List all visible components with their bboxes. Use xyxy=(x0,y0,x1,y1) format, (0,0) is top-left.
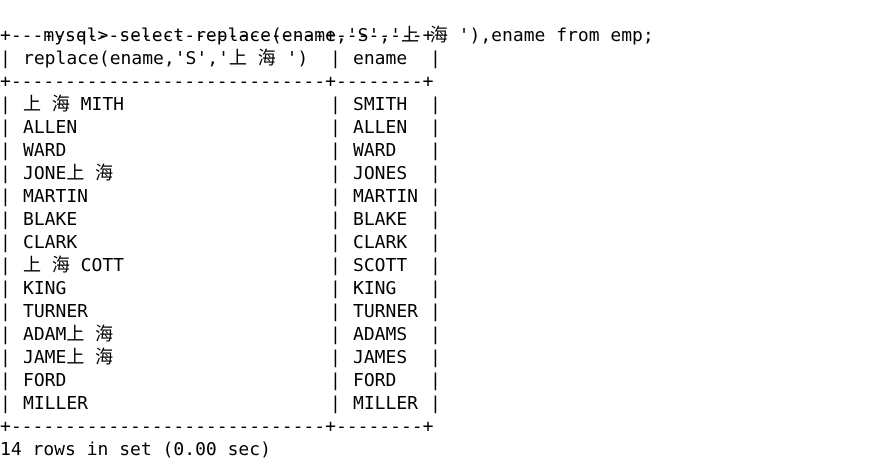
cell-replace-result: TURNER xyxy=(23,301,89,322)
cell-ename: ALLEN xyxy=(353,117,408,138)
cell-replace-result: MARTIN xyxy=(23,186,89,207)
cell-ename: BLAKE xyxy=(353,209,408,230)
column-separator: | xyxy=(330,324,341,345)
column-header-replace: replace(ename,'S','上 海 ') xyxy=(23,48,309,69)
column-separator: | xyxy=(330,370,341,391)
column-separator: | xyxy=(430,140,441,161)
column-separator: | xyxy=(0,255,11,276)
cell-ename: CLARK xyxy=(353,232,408,253)
column-separator: | xyxy=(430,393,441,414)
cell-ename: SMITH xyxy=(353,94,408,115)
column-separator: | xyxy=(0,117,11,138)
table-border-header: +-----------------------------+--------+ xyxy=(0,71,434,92)
cell-replace-result: BLAKE xyxy=(23,209,78,230)
cell-ename: ADAMS xyxy=(353,324,408,345)
cell-replace-result: ADAM上 海 xyxy=(23,324,114,345)
column-separator: | xyxy=(330,140,341,161)
cell-ename: JAMES xyxy=(353,347,408,368)
column-separator: | xyxy=(330,301,341,322)
cell-replace-result: WARD xyxy=(23,140,67,161)
cell-replace-result: JONE上 海 xyxy=(23,163,114,184)
column-separator: | xyxy=(330,117,341,138)
column-separator: | xyxy=(0,232,11,253)
column-separator: | xyxy=(430,186,441,207)
column-separator: | xyxy=(0,94,11,115)
column-separator: | xyxy=(430,163,441,184)
column-separator: | xyxy=(430,370,441,391)
column-separator: | xyxy=(330,94,341,115)
column-separator: | xyxy=(330,255,341,276)
cell-replace-result: KING xyxy=(23,278,67,299)
column-separator: | xyxy=(330,186,341,207)
column-separator: | xyxy=(330,347,341,368)
cell-ename: TURNER xyxy=(353,301,419,322)
column-separator: | xyxy=(430,255,441,276)
column-separator: | xyxy=(430,48,441,69)
column-separator: | xyxy=(0,370,11,391)
cell-ename: KING xyxy=(353,278,397,299)
table-header-row: | replace(ename,'S','上 海 ') | ename | xyxy=(0,47,441,70)
column-separator: | xyxy=(330,393,341,414)
cell-ename: FORD xyxy=(353,370,397,391)
column-separator: | xyxy=(0,301,11,322)
column-separator: | xyxy=(0,324,11,345)
cell-replace-result: JAME上 海 xyxy=(23,347,114,368)
cell-replace-result: ALLEN xyxy=(23,117,78,138)
cell-ename: MARTIN xyxy=(353,186,419,207)
cell-ename: SCOTT xyxy=(353,255,408,276)
cell-replace-result: CLARK xyxy=(23,232,78,253)
column-separator: | xyxy=(330,232,341,253)
column-separator: | xyxy=(0,48,11,69)
column-separator: | xyxy=(0,393,11,414)
column-separator: | xyxy=(430,324,441,345)
column-separator: | xyxy=(0,278,11,299)
column-separator: | xyxy=(430,301,441,322)
table-border-bottom: +-----------------------------+--------+ xyxy=(0,416,434,437)
column-separator: | xyxy=(330,48,341,69)
cell-replace-result: 上 海 COTT xyxy=(23,255,125,276)
column-separator: | xyxy=(430,232,441,253)
column-separator: | xyxy=(430,278,441,299)
sql-command: select replace(ename,'S','上 海 '),ename f… xyxy=(119,25,654,46)
column-separator: | xyxy=(0,163,11,184)
column-separator: | xyxy=(430,117,441,138)
cell-ename: WARD xyxy=(353,140,397,161)
result-footer: 14 rows in set (0.00 sec) xyxy=(0,439,271,460)
column-separator: | xyxy=(330,278,341,299)
cell-replace-result: MILLER xyxy=(23,393,89,414)
cell-replace-result: FORD xyxy=(23,370,67,391)
column-separator: | xyxy=(0,140,11,161)
column-separator: | xyxy=(330,163,341,184)
command-line: mysql> select replace(ename,'S','上 海 '),… xyxy=(0,1,653,46)
column-separator: | xyxy=(0,347,11,368)
column-header-ename: ename xyxy=(353,48,408,69)
table-border-top: +-----------------------------+--------+ xyxy=(0,25,434,46)
mysql-prompt: mysql> xyxy=(43,25,109,46)
cell-ename: MILLER xyxy=(353,393,419,414)
column-separator: | xyxy=(0,209,11,230)
cell-replace-result: 上 海 MITH xyxy=(23,94,125,115)
column-separator: | xyxy=(0,186,11,207)
column-separator: | xyxy=(430,94,441,115)
cell-ename: JONES xyxy=(353,163,408,184)
column-separator: | xyxy=(430,209,441,230)
column-separator: | xyxy=(430,347,441,368)
column-separator: | xyxy=(330,209,341,230)
